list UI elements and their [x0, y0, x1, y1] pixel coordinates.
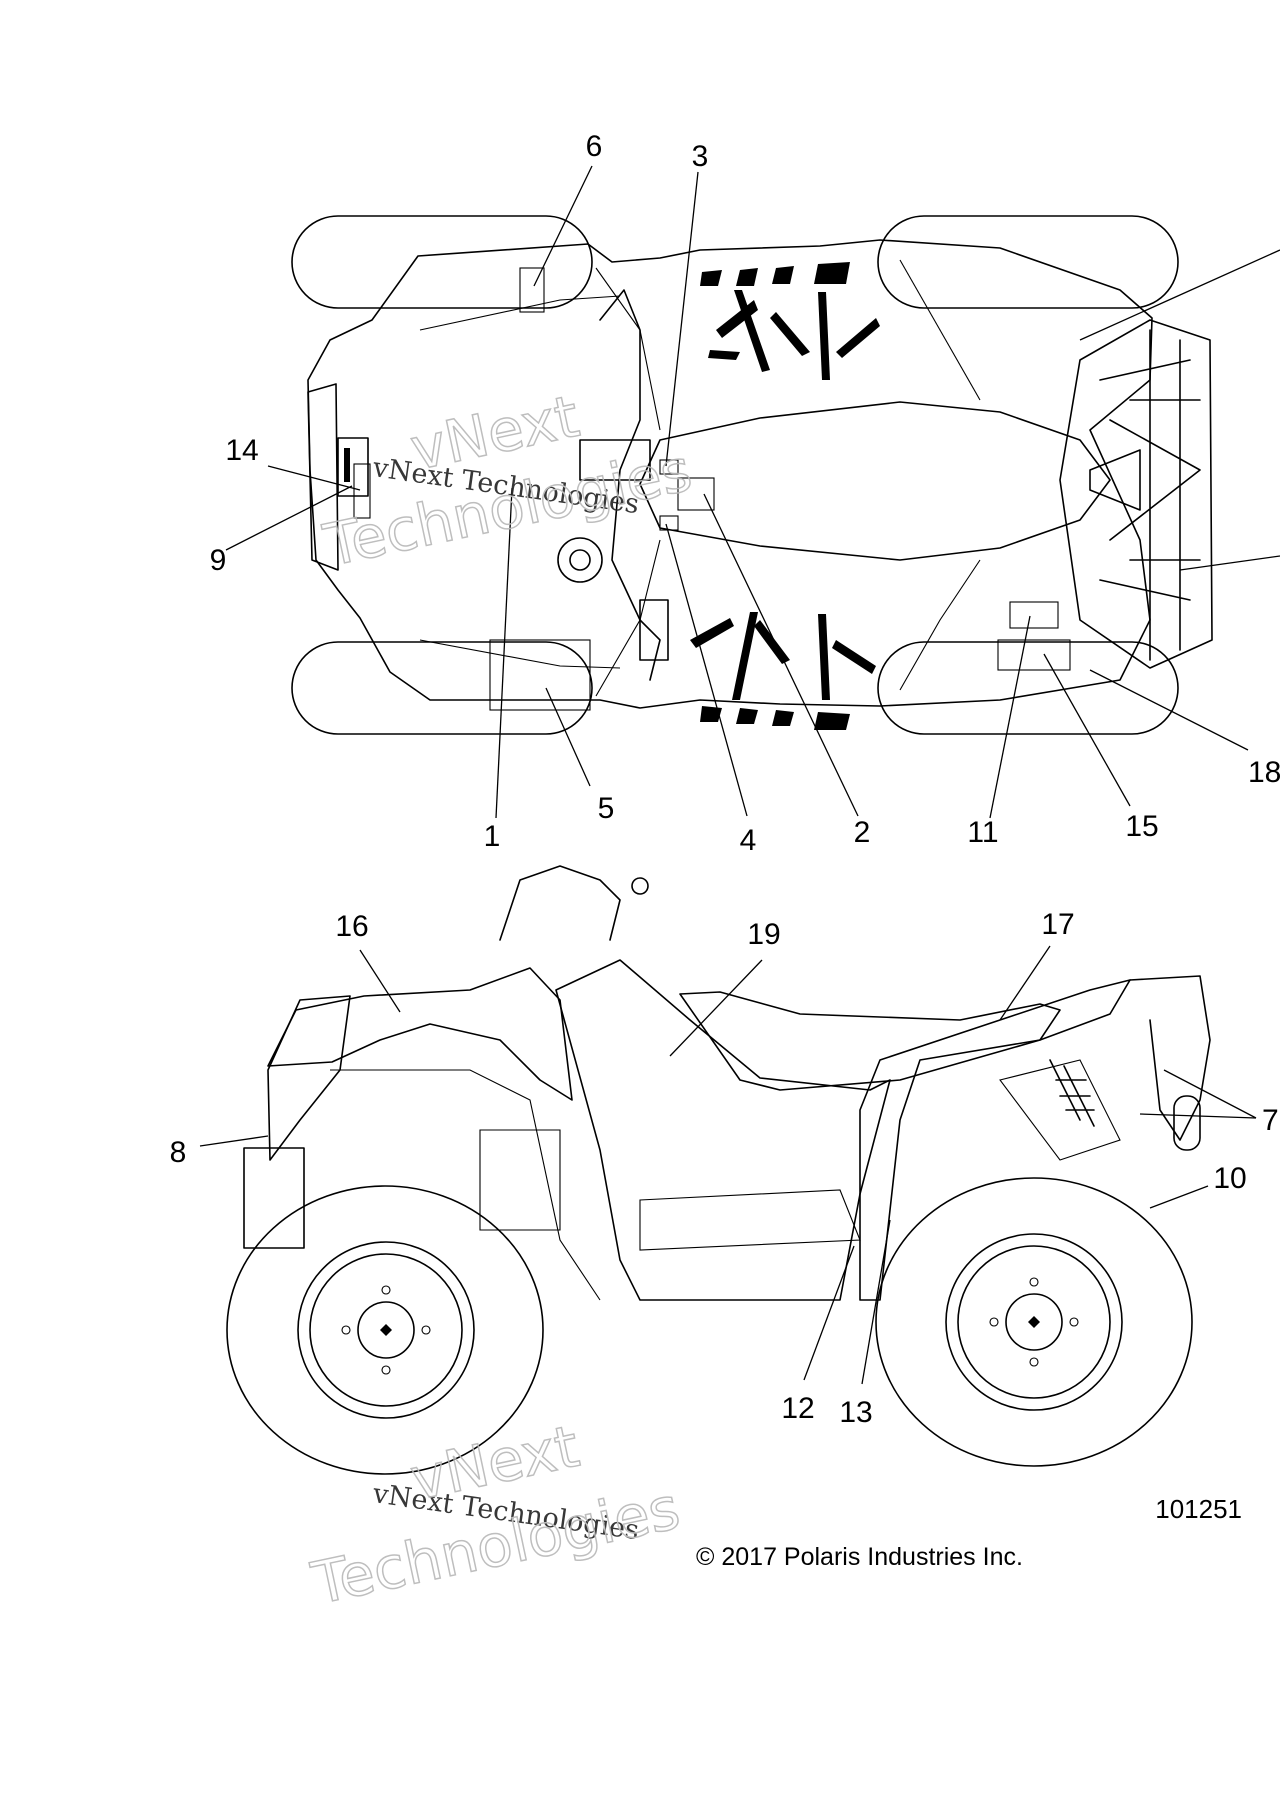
front-fender: [267, 967, 573, 1101]
decal-6-outline: [519, 267, 545, 313]
front-left-tire: [291, 215, 593, 309]
callout-11: 11: [967, 816, 998, 849]
body-outline: [307, 239, 1153, 709]
callout-14: 14: [225, 434, 258, 467]
seat-side: [679, 991, 1061, 1091]
callout-3: 3: [692, 140, 709, 173]
decal-15-outline: [997, 639, 1071, 671]
callout-5: 5: [598, 792, 615, 825]
callout-10: 10: [1213, 1162, 1246, 1195]
rear-right-tire: [877, 641, 1179, 735]
atv-side-view: 16 19 17 8 7 10 12 13: [170, 865, 1279, 1475]
rear-fender: [859, 979, 1131, 1301]
atv-top-view: 6 3 14 9 1 5 4 2 11 15 18: [210, 130, 1280, 857]
rear-left-tire: [877, 215, 1179, 309]
rear-rack: [1059, 319, 1213, 669]
seat-outline: [639, 401, 1111, 561]
handlebar-assembly: [557, 289, 669, 681]
callout-9: 9: [210, 544, 227, 577]
side-panel: [555, 959, 891, 1301]
decal-4-outline: [659, 515, 679, 531]
decal-14-outline: [353, 463, 371, 519]
callout-2: 2: [854, 816, 871, 849]
callout-1: 1: [484, 820, 501, 853]
decal-5-outline: [489, 639, 591, 711]
callout-19: 19: [747, 918, 780, 951]
callout-15: 15: [1125, 810, 1158, 843]
decal-2-outline: [677, 477, 715, 511]
callout-8: 8: [170, 1136, 187, 1169]
watermark-bottom: vNext Technologies vNext Technologies: [305, 1411, 686, 1618]
decal-11-outline: [1009, 601, 1059, 629]
decal-3-outline: [659, 459, 679, 475]
callout-17: 17: [1041, 908, 1074, 941]
figure-number: 101251: [1155, 1494, 1242, 1524]
floorboard-tread-left: [700, 262, 880, 380]
copyright-notice: © 2017 Polaris Industries Inc.: [696, 1543, 1023, 1571]
front-wheel: [226, 1185, 544, 1475]
callout-7: 7: [1262, 1104, 1279, 1137]
floorboard-tread-right: [690, 612, 876, 730]
front-right-tire: [291, 641, 593, 735]
callout-6: 6: [586, 130, 603, 163]
callout-13: 13: [839, 1396, 872, 1429]
callout-12: 12: [781, 1392, 814, 1425]
callout-18: 18: [1248, 756, 1280, 789]
rear-wheel: [875, 1177, 1193, 1467]
callout-4: 4: [740, 824, 757, 857]
callout-16: 16: [335, 910, 368, 943]
